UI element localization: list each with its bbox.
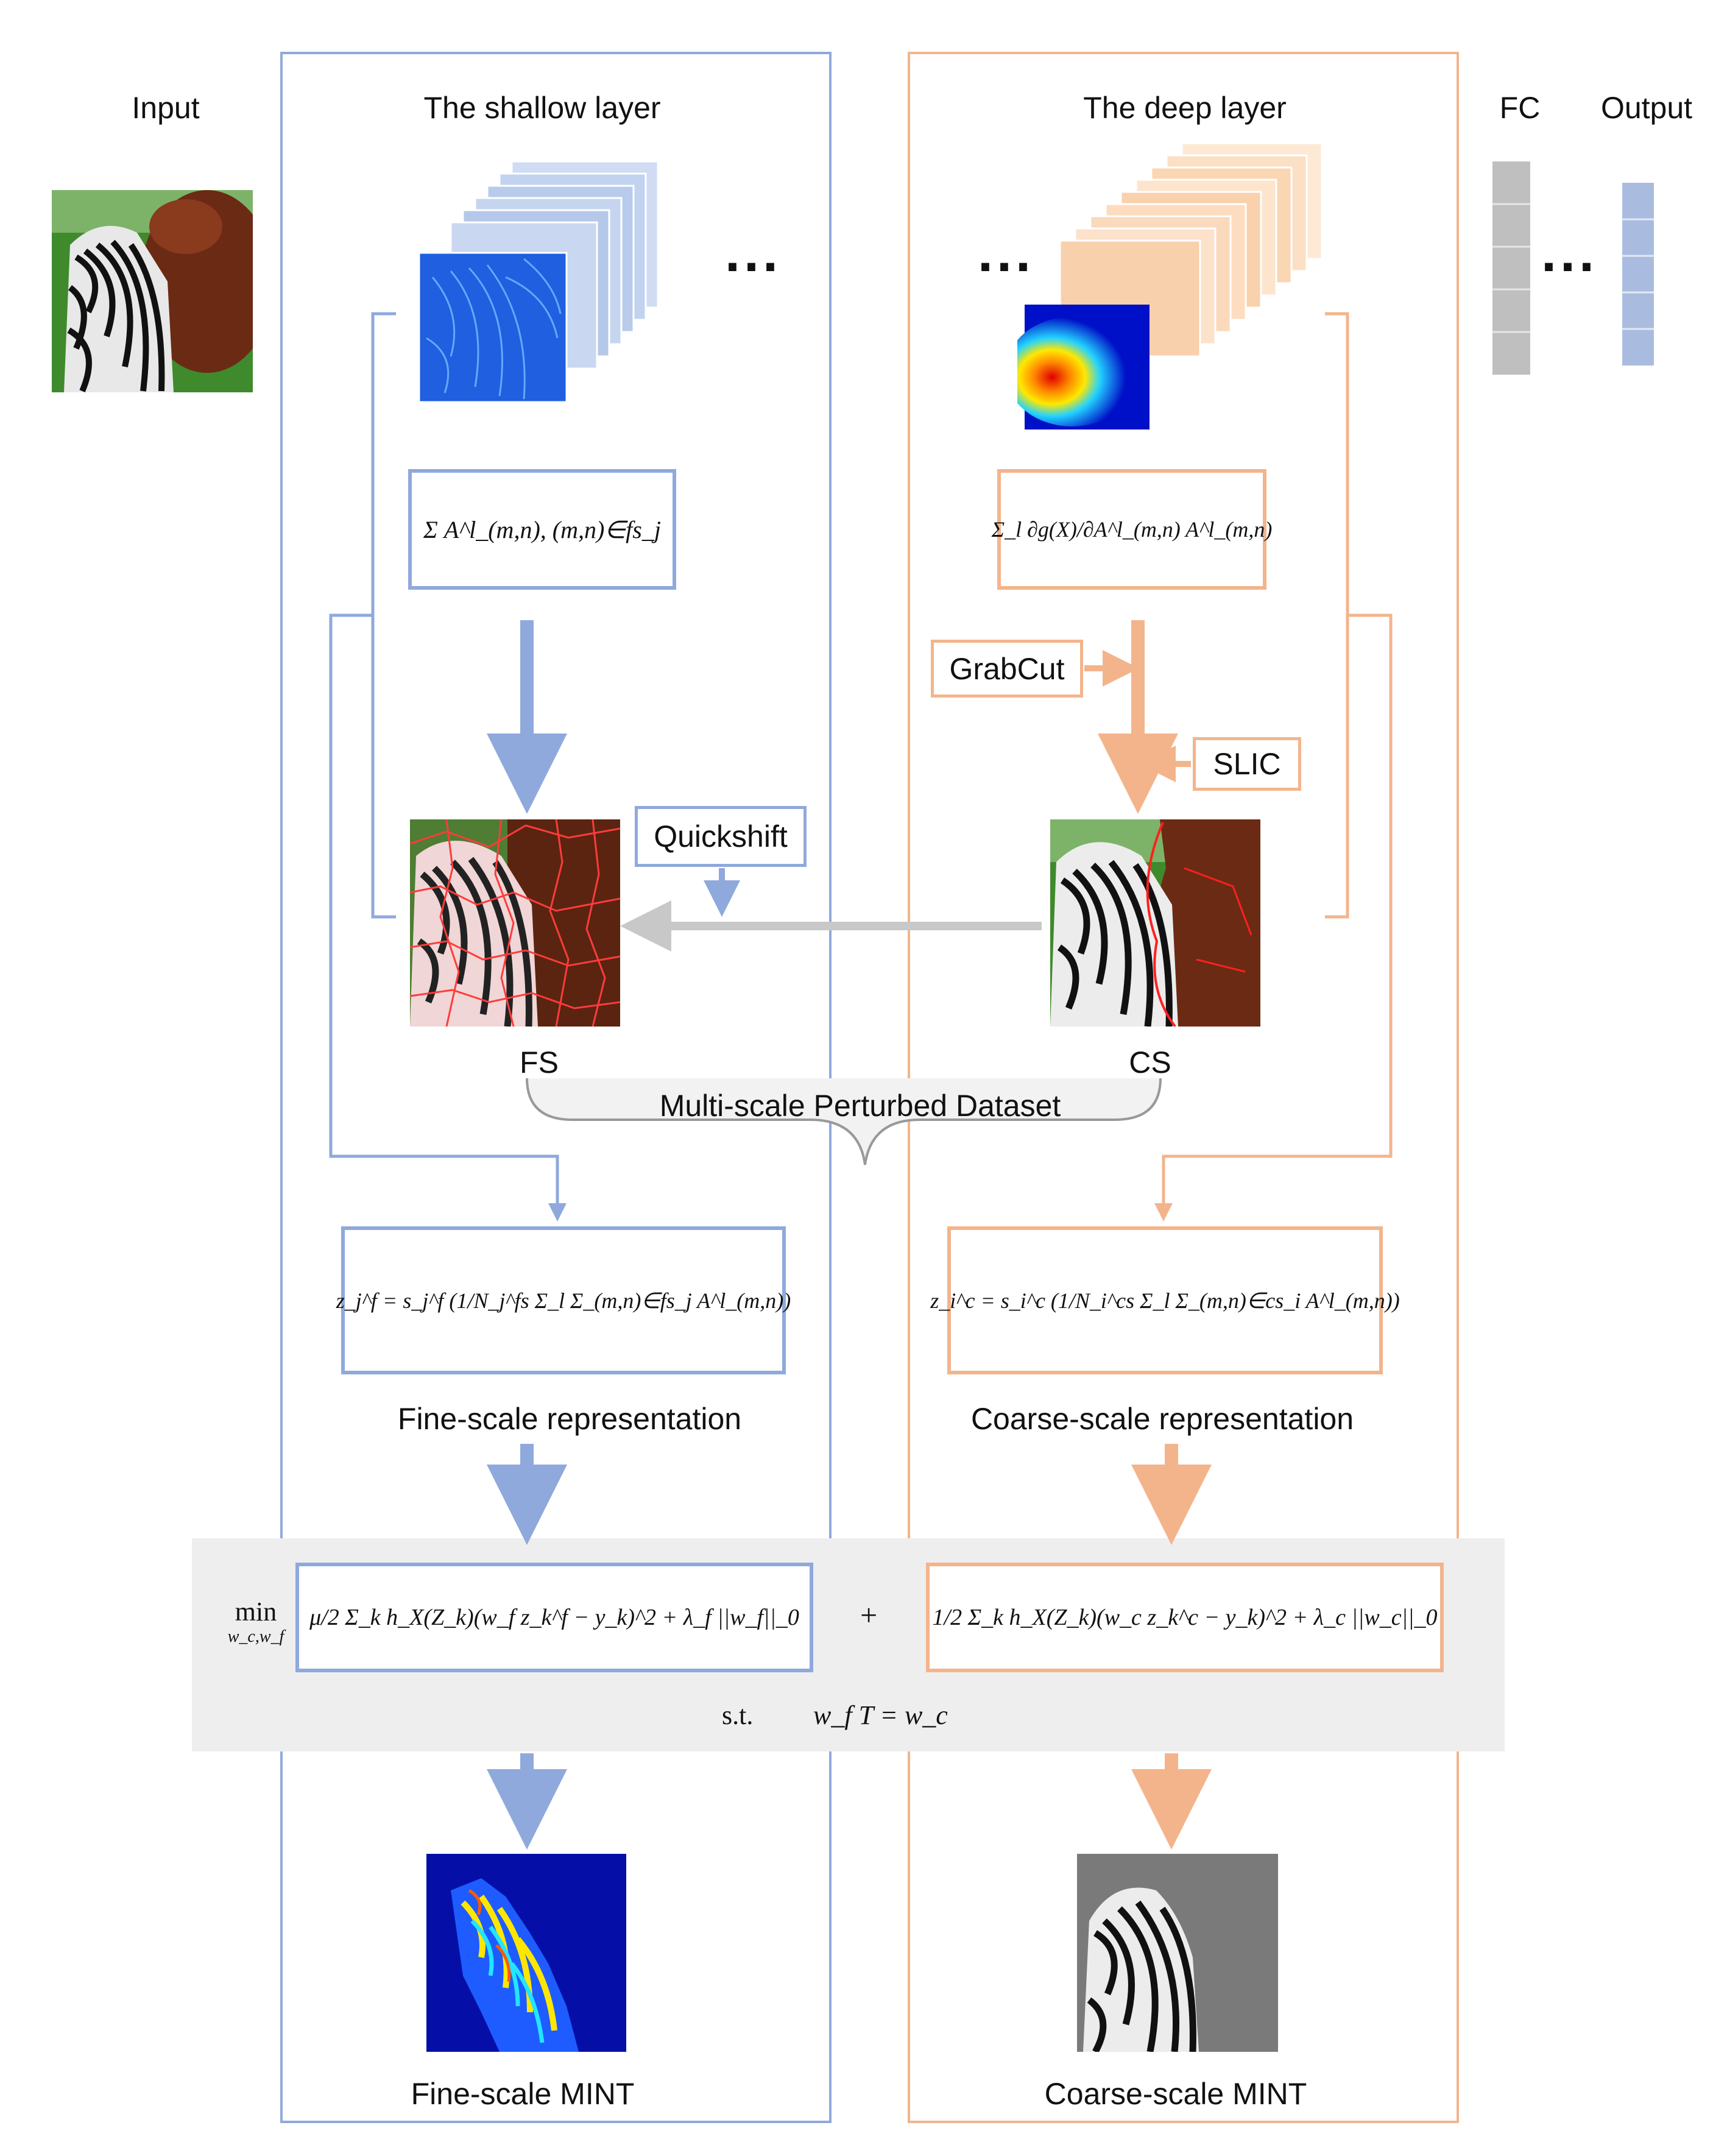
input-image	[52, 190, 253, 392]
slic-box: SLIC	[1193, 737, 1301, 791]
fine-scale-formula-box: z_j^f = s_j^f (1/N_j^fs Σ_l Σ_(m,n)∈fs_j…	[336, 1226, 791, 1374]
fs-label: FS	[520, 1045, 559, 1080]
shallow-feature-maps	[418, 160, 659, 403]
cs-label: CS	[1129, 1045, 1171, 1080]
constraint-formula: w_f T = w_c	[813, 1700, 948, 1730]
quickshift-box: Quickshift	[635, 806, 807, 867]
shallow-bracket	[371, 312, 396, 919]
output-label: Output	[1600, 91, 1693, 125]
cs-superpixel-image	[1050, 819, 1260, 1027]
fine-objective-box: μ/2 Σ_k h_X(Z_k)(w_f z_k^f − y_k)^2 + λ_…	[295, 1563, 813, 1672]
deep-grad-formula-box: Σ_l ∂g(X)/∂A^l_(m,n) A^l_(m,n)	[992, 469, 1272, 590]
shallow-sum-formula-box: Σ A^l_(m,n), (m,n)∈fs_j	[408, 469, 676, 590]
fine-rep-label: Fine-scale representation	[397, 1402, 742, 1436]
min-label: min w_c,w_f	[219, 1596, 292, 1647]
fs-superpixel-image	[410, 819, 620, 1027]
coarse-objective-formula: 1/2 Σ_k h_X(Z_k)(w_c z_k^c − y_k)^2 + λ_…	[932, 1605, 1438, 1630]
dataset-brace	[526, 1078, 1162, 1165]
fine-mint-label: Fine-scale MINT	[411, 2077, 635, 2111]
grabcut-box: GrabCut	[931, 640, 1083, 698]
coarse-scale-mint-image	[1077, 1854, 1278, 2052]
coarse-scale-formula-box: z_i^c = s_i^c (1/N_i^cs Σ_l Σ_(m,n)∈cs_i…	[930, 1226, 1400, 1374]
shallow-sum-formula: Σ A^l_(m,n), (m,n)∈fs_j	[423, 515, 661, 543]
coarse-objective-box: 1/2 Σ_k h_X(Z_k)(w_c z_k^c − y_k)^2 + λ_…	[926, 1563, 1444, 1672]
deep-layer-title: The deep layer	[1083, 91, 1287, 125]
deep-bracket	[1325, 312, 1349, 919]
shallow-layer-title: The shallow layer	[423, 91, 661, 125]
fine-scale-mint-image	[426, 1854, 626, 2052]
deep-skip-line	[1154, 613, 1393, 1221]
coarse-rep-label: Coarse-scale representation	[970, 1402, 1354, 1436]
plus-sign: +	[860, 1598, 878, 1632]
fc-layer-bar	[1492, 161, 1530, 375]
min-text: min	[235, 1597, 277, 1627]
output-layer-bar	[1622, 183, 1654, 366]
min-subscript: w_c,w_f	[227, 1627, 284, 1646]
coarse-scale-formula: z_i^c = s_i^c (1/N_i^cs Σ_l Σ_(m,n)∈cs_i…	[930, 1288, 1400, 1313]
st-label: s.t.	[722, 1700, 754, 1730]
fine-objective-formula: μ/2 Σ_k h_X(Z_k)(w_f z_k^f − y_k)^2 + λ_…	[309, 1605, 799, 1630]
dataset-label-overlay: Multi-scale Perturbed Dataset	[659, 1089, 1061, 1123]
deep-feature-maps	[1017, 142, 1323, 429]
input-label: Input	[132, 91, 200, 125]
fc-label: FC	[1499, 91, 1541, 125]
fine-scale-formula: z_j^f = s_j^f (1/N_j^fs Σ_l Σ_(m,n)∈fs_j…	[336, 1288, 791, 1313]
shallow-skip-line	[329, 613, 567, 1221]
deep-grad-formula: Σ_l ∂g(X)/∂A^l_(m,n) A^l_(m,n)	[991, 517, 1273, 542]
coarse-mint-label: Coarse-scale MINT	[1044, 2077, 1307, 2111]
